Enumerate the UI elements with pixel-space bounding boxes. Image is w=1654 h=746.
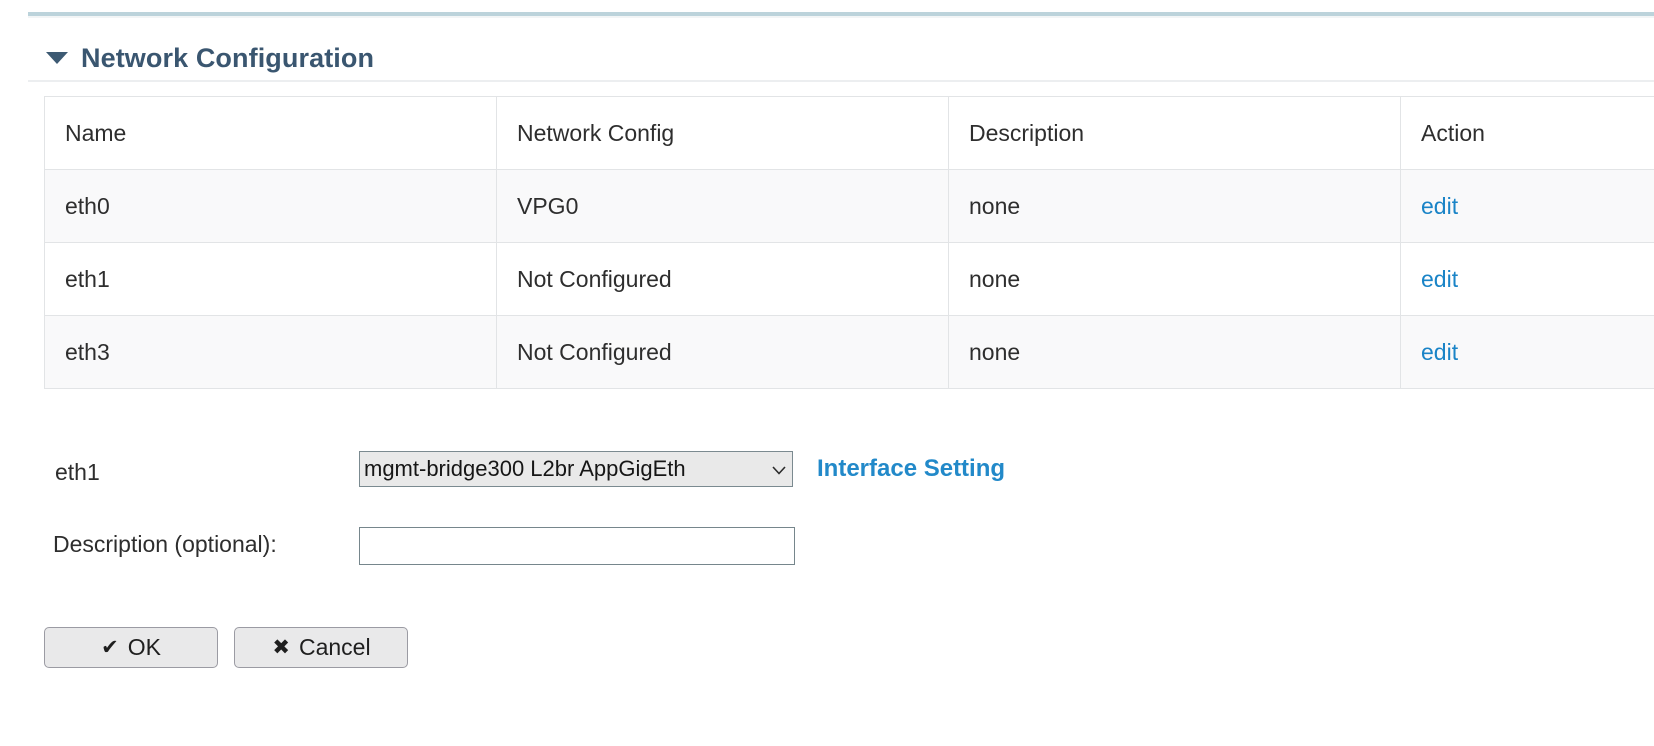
network-configuration-table: Name Network Config Description Action e…: [44, 96, 1654, 389]
table-header: Name Network Config Description Action: [44, 96, 1654, 170]
ok-button-label: OK: [127, 634, 161, 660]
cell-action: edit: [1400, 315, 1654, 389]
column-header-action: Action: [1400, 96, 1654, 170]
table-row: eth3 Not Configured none edit: [44, 315, 1654, 389]
page-title: Network Configuration: [81, 42, 375, 73]
cell-action: edit: [1400, 169, 1654, 243]
cell-action: edit: [1400, 242, 1654, 316]
cancel-button-label: Cancel: [298, 634, 371, 660]
interface-select-value: mgmt-bridge300 L2br AppGigEth: [364, 456, 686, 481]
column-header-name: Name: [44, 96, 497, 170]
description-label: Description (optional):: [53, 531, 277, 557]
cancel-button[interactable]: ✖ Cancel: [234, 627, 409, 668]
column-header-description: Description: [948, 96, 1401, 170]
interface-edit-form: eth1: [0, 440, 1654, 504]
edit-link[interactable]: edit: [1421, 338, 1459, 365]
description-input[interactable]: [359, 527, 795, 565]
cell-network-config: Not Configured: [496, 315, 949, 389]
chevron-down-icon[interactable]: [766, 460, 792, 478]
cell-network-config: VPG0: [496, 169, 949, 243]
table-header-row: Name Network Config Description Action: [44, 96, 1654, 170]
table-row: eth0 VPG0 none edit: [44, 169, 1654, 243]
cell-name: eth3: [44, 315, 497, 389]
cell-description: none: [948, 242, 1401, 316]
interface-setting-link[interactable]: Interface Setting: [817, 455, 1006, 482]
edit-link[interactable]: edit: [1421, 265, 1459, 292]
section-header-network-configuration[interactable]: Network Configuration: [28, 36, 1654, 82]
top-divider-shadow: [28, 16, 1654, 18]
check-icon: ✔: [101, 636, 119, 659]
table-body: eth0 VPG0 none edit eth1 Not Configured …: [44, 169, 1654, 389]
x-icon: ✖: [272, 636, 290, 659]
interface-select[interactable]: mgmt-bridge300 L2br AppGigEth: [359, 451, 793, 487]
cell-name: eth0: [44, 169, 497, 243]
top-divider-rule: [28, 12, 1654, 16]
cell-description: none: [948, 169, 1401, 243]
ok-button[interactable]: ✔ OK: [44, 627, 218, 668]
cell-description: none: [948, 315, 1401, 389]
caret-down-icon[interactable]: [46, 52, 68, 64]
dialog-button-row: ✔ OK ✖ Cancel: [44, 627, 420, 668]
edit-link[interactable]: edit: [1421, 192, 1459, 219]
table-row: eth1 Not Configured none edit: [44, 242, 1654, 316]
cell-network-config: Not Configured: [496, 242, 949, 316]
interface-row: eth1: [0, 440, 1654, 504]
column-header-network-config: Network Config: [496, 96, 949, 170]
cell-name: eth1: [44, 242, 497, 316]
interface-name-label: eth1: [55, 459, 100, 485]
